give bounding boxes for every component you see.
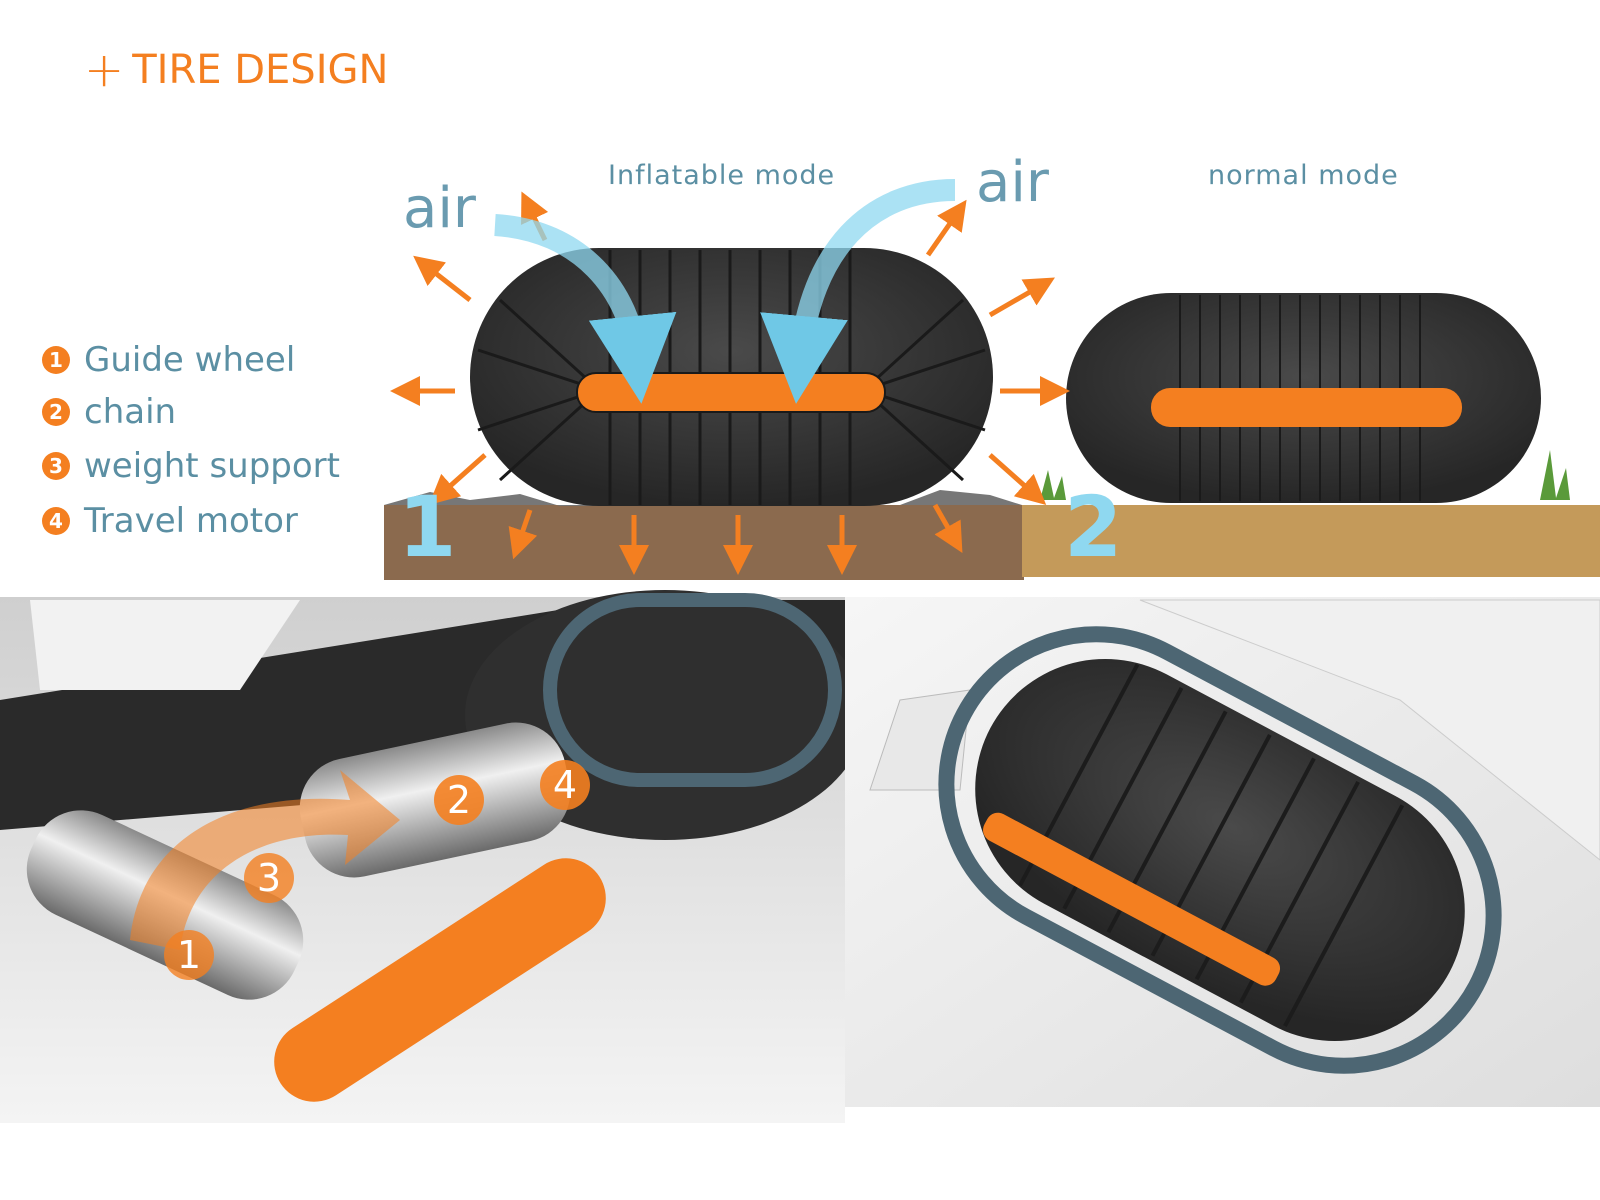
legend-item: 2 chain [42, 392, 176, 432]
callout-4: 4 [540, 760, 590, 810]
inflatable-mode-label: Inflatable mode [608, 160, 836, 191]
legend-item: 4 Travel motor [42, 501, 298, 541]
ground-marker-1: 1 [398, 478, 457, 576]
legend-label: chain [84, 392, 177, 432]
plus-icon: + [84, 42, 125, 98]
air-flow-arrows [494, 179, 956, 404]
normal-tire [1040, 293, 1570, 503]
ground [384, 490, 1600, 580]
tire-frame-render [845, 597, 1600, 1107]
legend-label: weight support [84, 446, 340, 486]
normal-mode-label: normal mode [1208, 160, 1399, 191]
number-badge: 3 [42, 452, 70, 480]
air-label-right: air [976, 150, 1049, 215]
inflatable-tire [470, 248, 993, 506]
number-badge: 1 [42, 346, 70, 374]
callout-3: 3 [244, 853, 294, 903]
page-title: + TIRE DESIGN [84, 46, 388, 94]
motor-assembly-render [0, 590, 865, 1123]
ground-marker-2: 2 [1064, 478, 1123, 576]
callout-1: 1 [164, 930, 214, 980]
number-badge: 4 [42, 507, 70, 535]
air-label-left: air [403, 176, 476, 241]
number-badge: 2 [42, 398, 70, 426]
callout-2: 2 [434, 775, 484, 825]
legend-item: 1 Guide wheel [42, 340, 295, 380]
legend-label: Travel motor [84, 501, 298, 541]
legend-label: Guide wheel [84, 340, 296, 380]
page-title-text: TIRE DESIGN [132, 47, 389, 93]
legend-item: 3 weight support [42, 446, 340, 486]
